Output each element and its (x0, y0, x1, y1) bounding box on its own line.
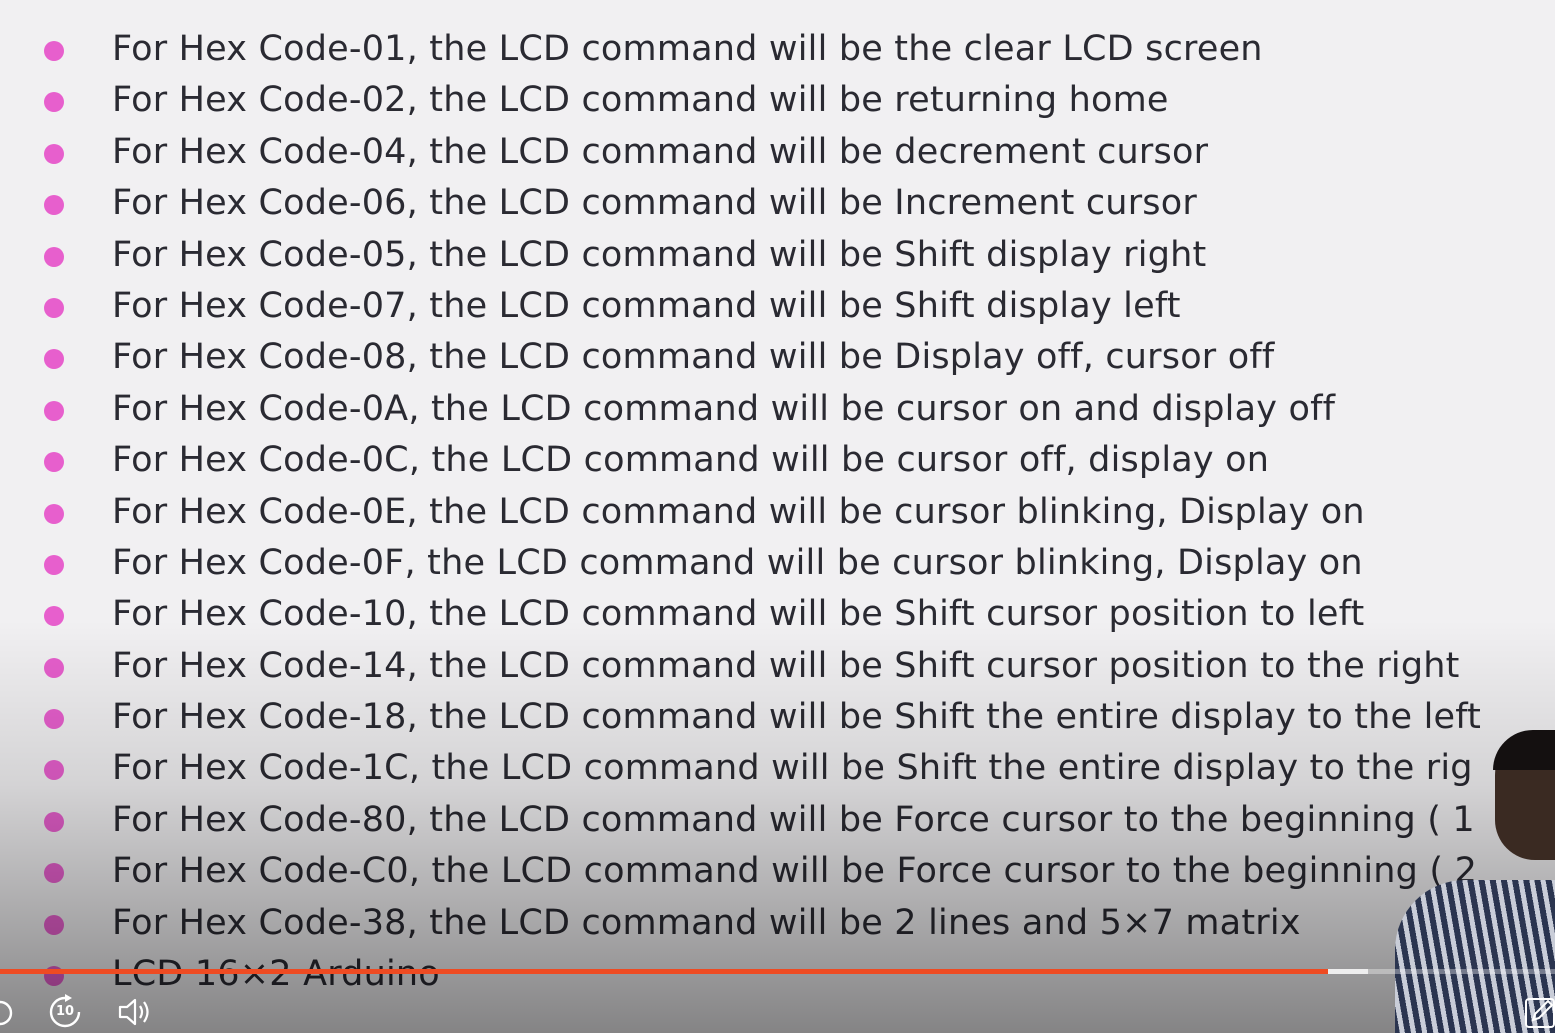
annotate-icon (1525, 998, 1555, 1028)
bullet-text: For Hex Code-04, the LCD command will be… (112, 131, 1209, 172)
bullet-dot-icon (44, 92, 64, 113)
bullet-dot-icon (44, 863, 64, 884)
annotate-button[interactable] (1524, 992, 1555, 1032)
slide-bullet-item: For Hex Code-02, the LCD command will be… (0, 75, 1555, 126)
bullet-text: For Hex Code-18, the LCD command will be… (112, 697, 1482, 738)
slide-bullet-item: For Hex Code-08, the LCD command will be… (0, 332, 1555, 383)
slide-bullet-item: For Hex Code-0F, the LCD command will be… (0, 538, 1555, 589)
skip-forward-button[interactable]: 10 (46, 992, 84, 1032)
bullet-dot-icon (44, 195, 64, 216)
bullet-text: LCD 16×2 Arduino (112, 954, 440, 995)
bullet-text: For Hex Code-38, the LCD command will be… (112, 902, 1301, 943)
bullet-text: For Hex Code-06, the LCD command will be… (112, 183, 1197, 224)
volume-icon (118, 998, 149, 1026)
bullet-dot-icon (44, 811, 64, 832)
bullet-text: For Hex Code-02, the LCD command will be… (112, 80, 1169, 121)
bullet-dot-icon (44, 400, 64, 421)
slide-bullet-item: For Hex Code-05, the LCD command will be… (0, 230, 1555, 281)
slide-bullet-item: For Hex Code-0A, the LCD command will be… (0, 384, 1555, 435)
bullet-text: For Hex Code-01, the LCD command will be… (112, 29, 1263, 69)
skip-forward-10-icon (49, 994, 81, 1028)
slide-bullet-item: For Hex Code-06, the LCD command will be… (0, 178, 1555, 229)
presenter-video-thumbnail (1395, 730, 1555, 1033)
bullet-text: For Hex Code-1C, the LCD command will be… (112, 748, 1473, 789)
bullet-text: For Hex Code-80, the LCD command will be… (112, 799, 1475, 840)
bullet-dot-icon (44, 709, 64, 730)
bullet-dot-icon (44, 760, 64, 781)
bullet-text: For Hex Code-10, the LCD command will be… (112, 594, 1365, 635)
slide-bullet-item: LCD 16×2 Arduino (0, 949, 1555, 1000)
bullet-text: For Hex Code-0E, the LCD command will be… (112, 491, 1365, 532)
slide-bullet-item: For Hex Code-0C, the LCD command will be… (0, 435, 1555, 486)
bullet-dot-icon (44, 143, 64, 164)
bullet-dot-icon (44, 606, 64, 627)
bullet-dot-icon (44, 657, 64, 678)
slide-bullet-item: For Hex Code-01, the LCD command will be… (0, 24, 1555, 75)
slide-bullet-item: For Hex Code-14, the LCD command will be… (0, 641, 1555, 692)
slide-bullet-item: For Hex Code-38, the LCD command will be… (0, 898, 1555, 949)
bullet-text: For Hex Code-0C, the LCD command will be… (112, 440, 1270, 481)
bullet-text: For Hex Code-14, the LCD command will be… (112, 645, 1460, 686)
bullet-dot-icon (44, 452, 64, 473)
bullet-dot-icon (44, 554, 64, 575)
presenter-hair (1493, 730, 1555, 770)
slide-bullet-item: For Hex Code-10, the LCD command will be… (0, 589, 1555, 640)
slide-bullet-list: For Hex Code-01, the LCD command will be… (0, 24, 1555, 1000)
bullet-dot-icon (44, 41, 64, 61)
progress-played (0, 969, 1328, 974)
bullet-dot-icon (44, 914, 64, 935)
presenter-shirt (1395, 880, 1555, 1033)
bullet-text: For Hex Code-0F, the LCD command will be… (112, 542, 1363, 583)
slide-bullet-item: For Hex Code-C0, the LCD command will be… (0, 846, 1555, 897)
bullet-text: For Hex Code-0A, the LCD command will be… (112, 388, 1336, 429)
slide-bullet-item: For Hex Code-80, the LCD command will be… (0, 795, 1555, 846)
bullet-dot-icon (44, 246, 64, 267)
rewind-button[interactable] (0, 992, 14, 1032)
player-controls: 10 (0, 980, 1555, 1033)
bullet-dot-icon (44, 349, 64, 370)
bullet-text: For Hex Code-07, the LCD command will be… (112, 285, 1181, 326)
video-progress-bar[interactable] (0, 969, 1555, 974)
slide-bullet-item: For Hex Code-07, the LCD command will be… (0, 281, 1555, 332)
slide-bullet-item: For Hex Code-04, the LCD command will be… (0, 127, 1555, 178)
slide-bullet-item: For Hex Code-18, the LCD command will be… (0, 692, 1555, 743)
bullet-text: For Hex Code-C0, the LCD command will be… (112, 851, 1478, 892)
slide-bullet-item: For Hex Code-1C, the LCD command will be… (0, 743, 1555, 794)
bullet-text: For Hex Code-08, the LCD command will be… (112, 337, 1275, 378)
bullet-dot-icon (44, 503, 64, 524)
skip-forward-seconds-label: 10 (56, 1004, 75, 1019)
bullet-dot-icon (44, 297, 64, 318)
bullet-text: For Hex Code-05, the LCD command will be… (112, 234, 1207, 275)
rewind-icon (0, 1000, 13, 1026)
slide-bullet-item: For Hex Code-0E, the LCD command will be… (0, 487, 1555, 538)
volume-button[interactable] (116, 992, 154, 1032)
